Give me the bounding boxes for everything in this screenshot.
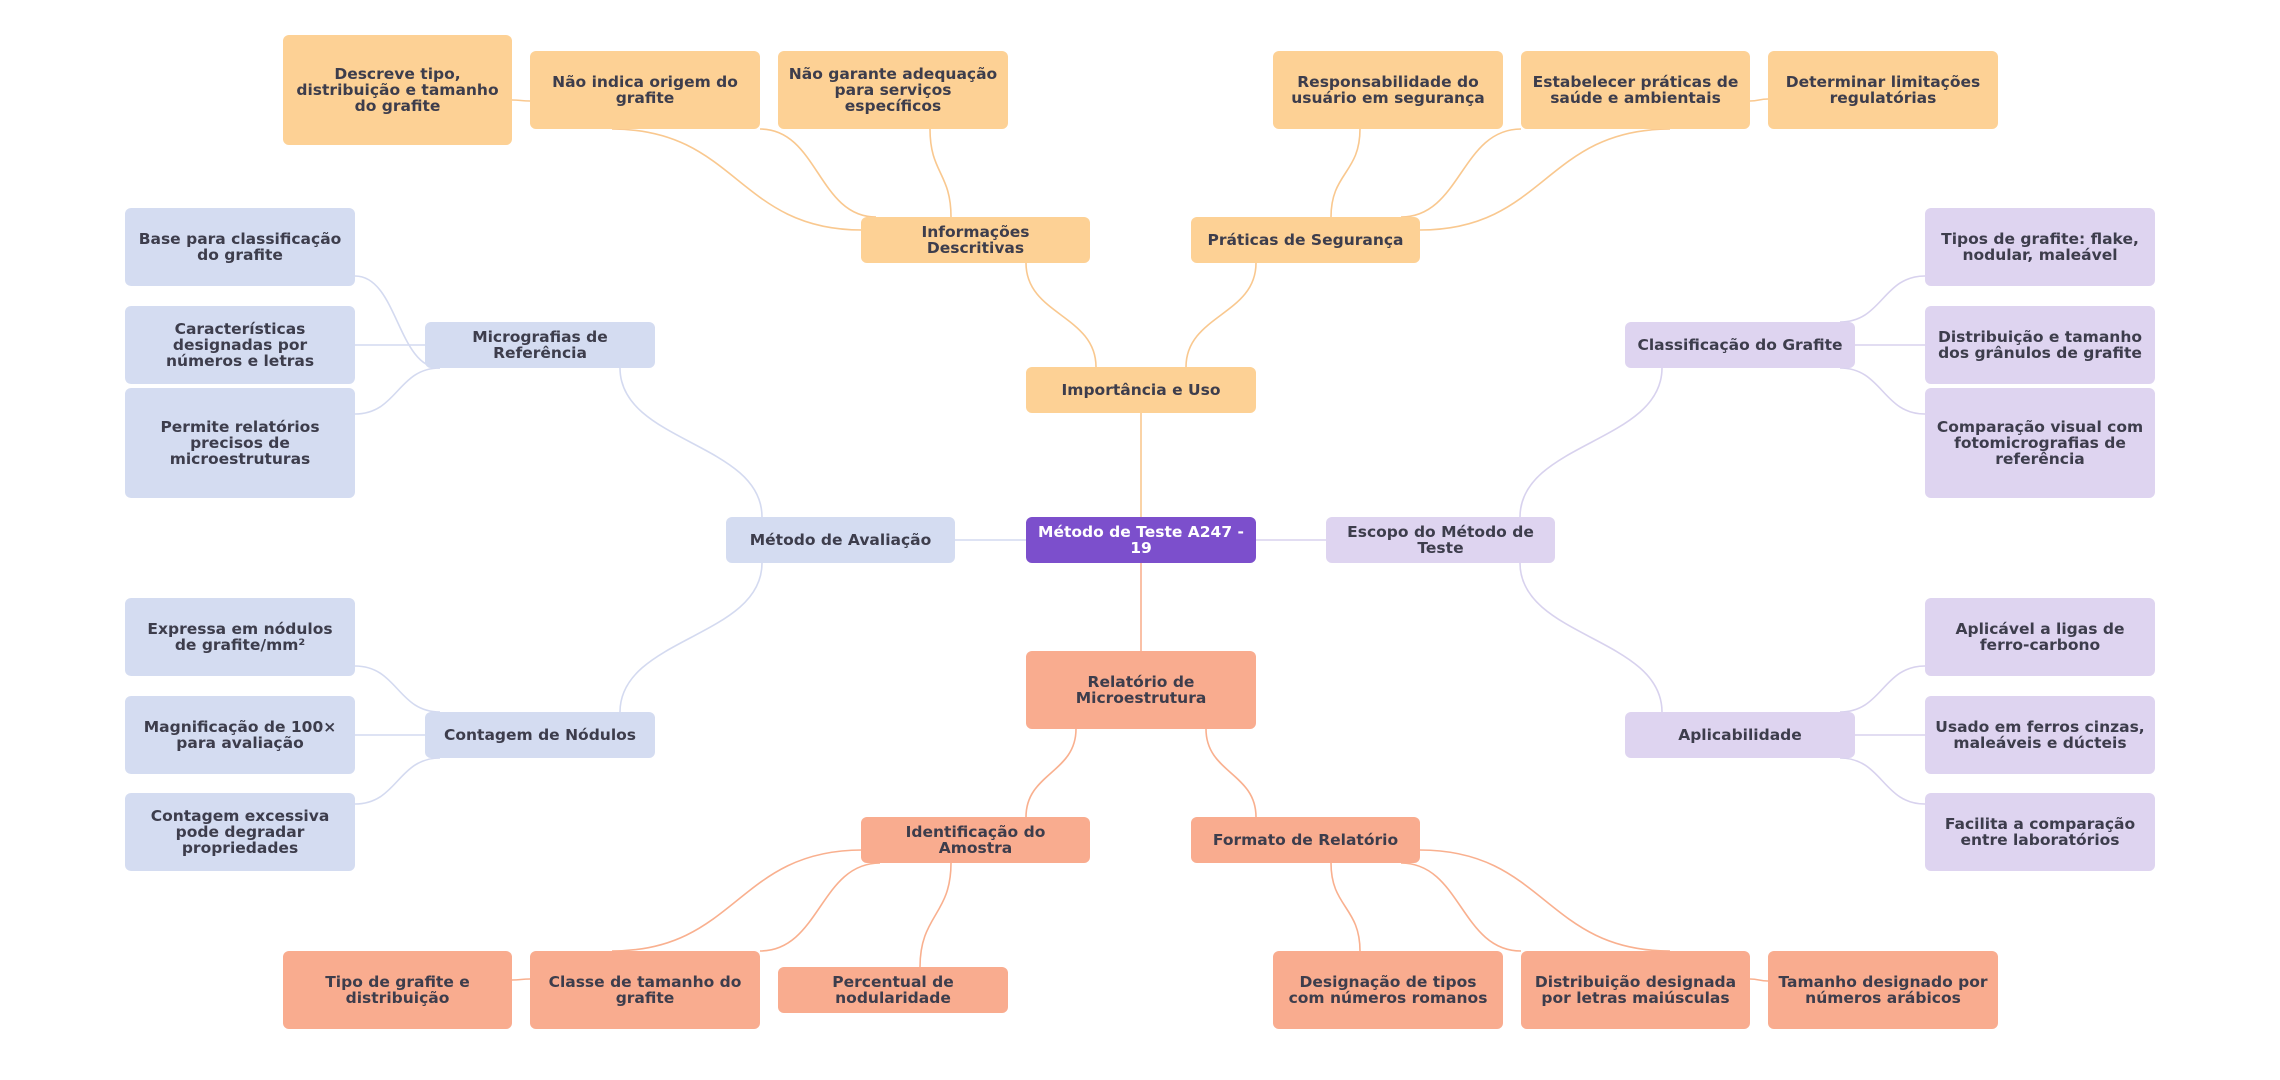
leaf-comparacao-visual[interactable]: Comparação visual com fotomicrografias d… <box>1925 388 2155 498</box>
branch-relatorio[interactable]: Relatório de Microestrutura <box>1026 651 1256 729</box>
branch-escopo[interactable]: Escopo do Método de Teste <box>1326 517 1555 563</box>
connector-line <box>1419 849 1671 952</box>
connector-line <box>1185 262 1257 368</box>
connector-line <box>1025 262 1097 368</box>
connector-line <box>1519 367 1663 518</box>
node-aplicabilidade[interactable]: Aplicabilidade <box>1625 712 1855 758</box>
node-praticas-seguranca[interactable]: Práticas de Segurança <box>1191 217 1420 263</box>
connector-line <box>759 128 877 218</box>
connector-line <box>759 862 881 952</box>
leaf-distribuicao-tamanho[interactable]: Distribuição e tamanho dos grânulos de g… <box>1925 306 2155 384</box>
leaf-responsabilidade-usuario[interactable]: Responsabilidade do usuário em segurança <box>1273 51 1503 129</box>
leaf-percentual-nodularidade[interactable]: Percentual de nodularidade <box>778 967 1008 1013</box>
node-contagem-nodulos[interactable]: Contagem de Nódulos <box>425 712 655 758</box>
leaf-base-classificacao[interactable]: Base para classificação do grafite <box>125 208 355 286</box>
leaf-tipo-grafite-distribuicao[interactable]: Tipo de grafite e distribuição <box>283 951 512 1029</box>
leaf-tamanho-numeros[interactable]: Tamanho designado por números arábicos <box>1768 951 1998 1029</box>
connector-line <box>354 665 441 713</box>
leaf-nao-indica-origem[interactable]: Não indica origem do grafite <box>530 51 760 129</box>
connector-line <box>354 367 441 415</box>
connector-line <box>611 128 863 231</box>
leaf-estabelecer-praticas[interactable]: Estabelecer práticas de saúde e ambienta… <box>1521 51 1750 129</box>
connector-line <box>919 862 952 968</box>
node-classificacao-grafite[interactable]: Classificação do Grafite <box>1625 322 1855 368</box>
connector-line <box>511 978 531 981</box>
leaf-tipos-grafite[interactable]: Tipos de grafite: flake, nodular, maleáv… <box>1925 208 2155 286</box>
connector-line <box>929 128 952 218</box>
leaf-designacao-tipos[interactable]: Designação de tipos com números romanos <box>1273 951 1503 1029</box>
leaf-nao-garante-adequacao[interactable]: Não garante adequação para serviços espe… <box>778 51 1008 129</box>
connector-line <box>511 99 531 102</box>
connector-line <box>1839 757 1926 805</box>
leaf-facilita-comparacao[interactable]: Facilita a comparação entre laboratórios <box>1925 793 2155 871</box>
leaf-aplicavel-ligas[interactable]: Aplicável a ligas de ferro-carbono <box>1925 598 2155 676</box>
connector-line <box>1839 665 1926 713</box>
branch-importancia[interactable]: Importância e Uso <box>1026 367 1256 413</box>
connector-line <box>611 849 863 952</box>
branch-metodo-avaliacao[interactable]: Método de Avaliação <box>726 517 955 563</box>
node-identificacao-amostra[interactable]: Identificação do Amostra <box>861 817 1090 863</box>
leaf-permite-relatorios[interactable]: Permite relatórios precisos de microestr… <box>125 388 355 498</box>
root-node[interactable]: Método de Teste A247 - 19 <box>1026 517 1256 563</box>
connector-line <box>1205 728 1257 818</box>
connector-line <box>1400 862 1522 952</box>
leaf-classe-tamanho[interactable]: Classe de tamanho do grafite <box>530 951 760 1029</box>
connector-line <box>1749 98 1769 102</box>
connector-line <box>1749 978 1769 982</box>
leaf-caracteristicas-designadas[interactable]: Características designadas por números e… <box>125 306 355 384</box>
leaf-magnificacao[interactable]: Magnificação de 100× para avaliação <box>125 696 355 774</box>
leaf-contagem-excessiva[interactable]: Contagem excessiva pode degradar proprie… <box>125 793 355 871</box>
connector-line <box>1330 128 1361 218</box>
node-informacoes-descritivas[interactable]: Informações Descritivas <box>861 217 1090 263</box>
connector-line <box>1330 862 1361 952</box>
connector-line <box>1419 128 1671 231</box>
leaf-usado-ferros[interactable]: Usado em ferros cinzas, maleáveis e dúct… <box>1925 696 2155 774</box>
connector-line <box>1025 728 1077 818</box>
connector-line <box>619 367 763 518</box>
node-micrografias-referencia[interactable]: Micrografias de Referência <box>425 322 655 368</box>
connector-line <box>354 757 441 805</box>
connector-line <box>1400 128 1522 218</box>
connector-line <box>619 562 763 713</box>
connector-line <box>1839 367 1926 415</box>
connector-line <box>1839 275 1926 323</box>
connector-line <box>1519 562 1663 713</box>
leaf-determinar-limitacoes[interactable]: Determinar limitações regulatórias <box>1768 51 1998 129</box>
leaf-distribuicao-letras[interactable]: Distribuição designada por letras maiúsc… <box>1521 951 1750 1029</box>
leaf-expressa-nodulos[interactable]: Expressa em nódulos de grafite/mm² <box>125 598 355 676</box>
node-formato-relatorio[interactable]: Formato de Relatório <box>1191 817 1420 863</box>
leaf-descreve-tipo[interactable]: Descreve tipo, distribuição e tamanho do… <box>283 35 512 145</box>
